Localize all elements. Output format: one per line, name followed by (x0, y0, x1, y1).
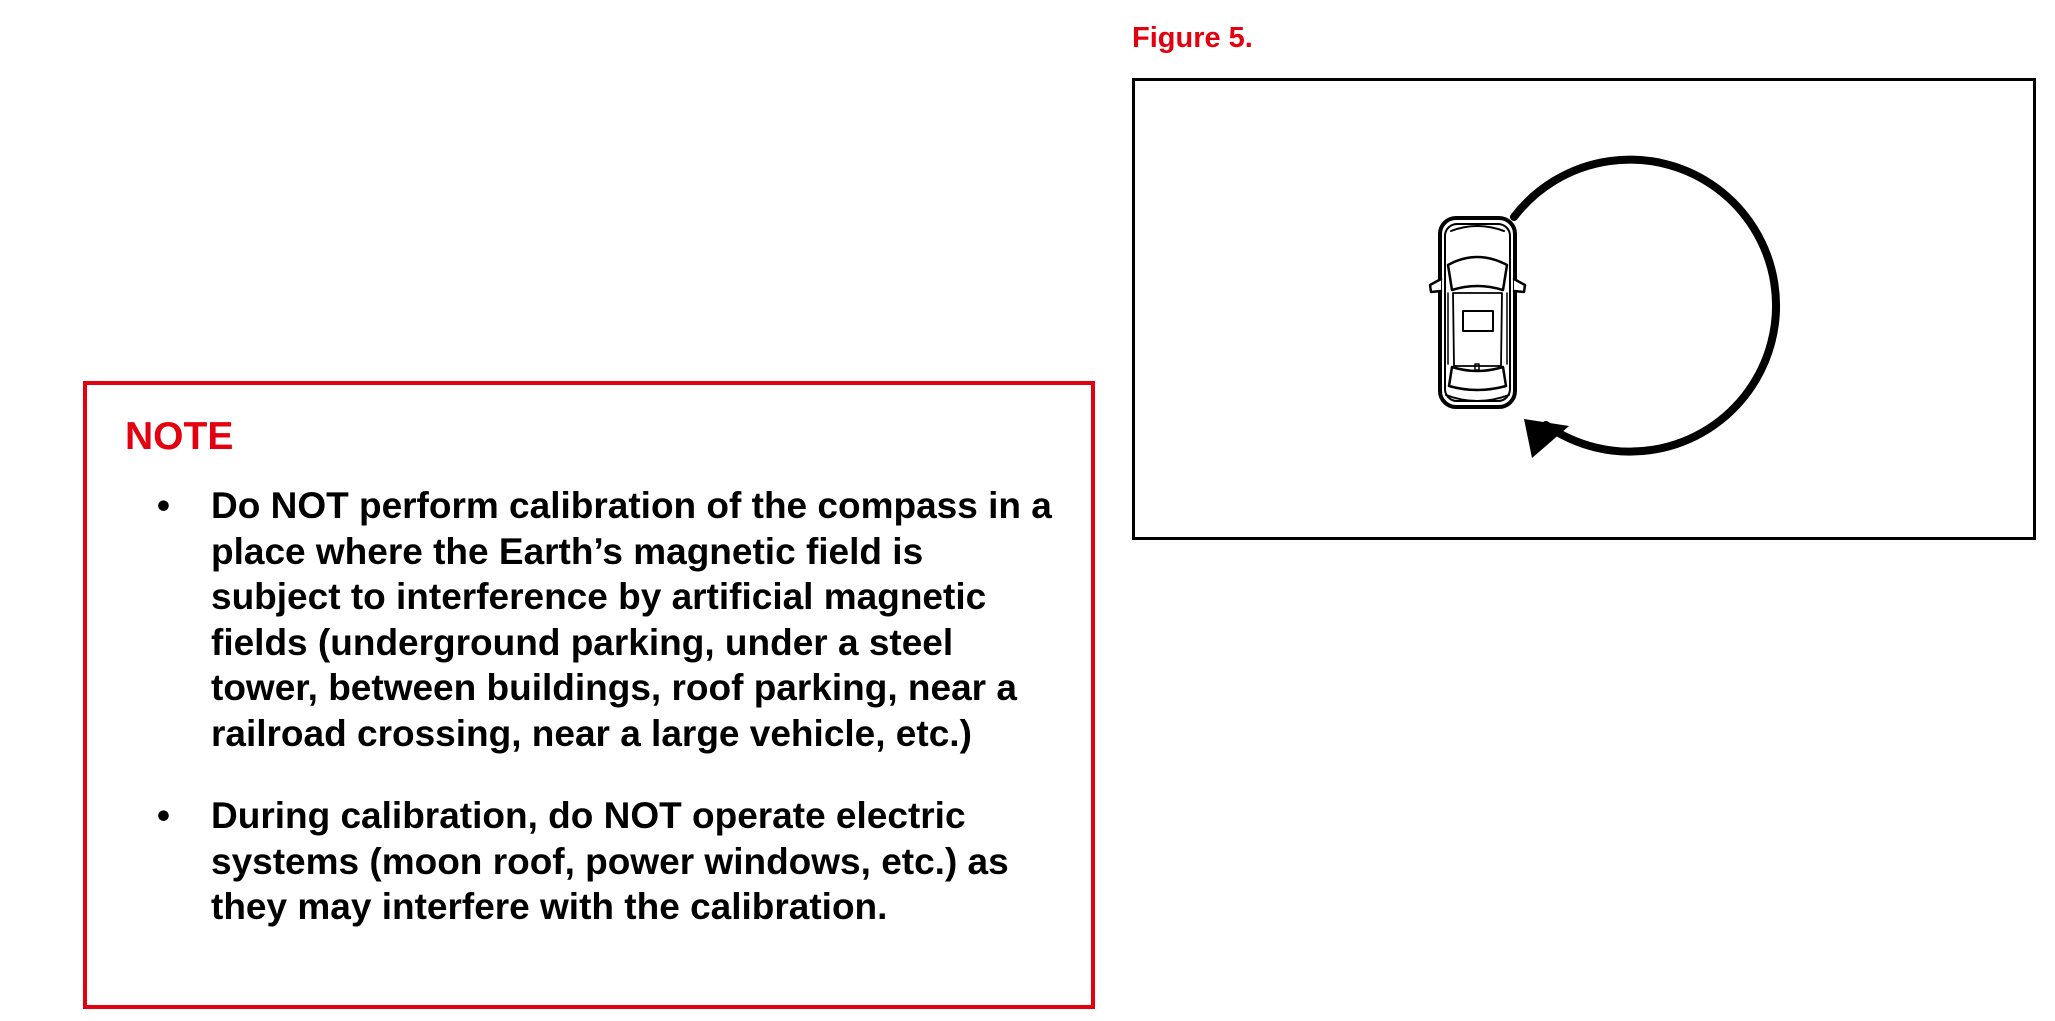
note-box: NOTE • Do NOT perform calibration of the… (83, 381, 1095, 1009)
note-item-text: Do NOT perform calibration of the compas… (211, 485, 1052, 754)
note-list: • Do NOT perform calibration of the comp… (87, 483, 1091, 930)
bullet-icon: • (157, 485, 170, 526)
bullet-icon: • (157, 795, 170, 836)
car-top-view-icon (1428, 216, 1527, 409)
figure-diagram (1132, 78, 2036, 540)
list-item: • During calibration, do NOT operate ele… (87, 793, 1091, 930)
list-item: • Do NOT perform calibration of the comp… (87, 483, 1091, 756)
note-title: NOTE (125, 415, 234, 458)
figure-diagram-svg (1428, 155, 1781, 458)
note-item-text: During calibration, do NOT operate elect… (211, 795, 1009, 927)
circular-arrow-icon (1510, 155, 1781, 458)
figure-label: Figure 5. (1132, 22, 1253, 54)
